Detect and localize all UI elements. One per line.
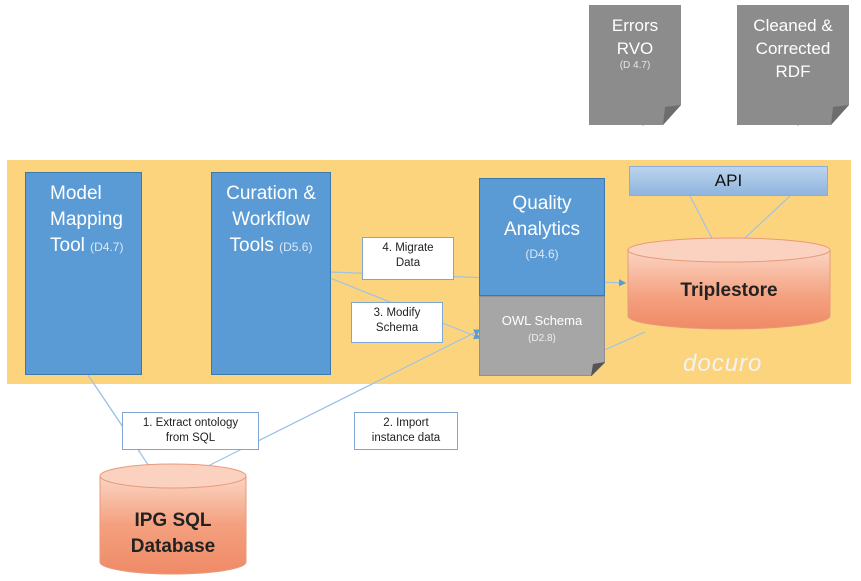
model-mapping-line-1: Model: [50, 183, 102, 204]
model-mapping-line-3: Tool: [50, 235, 85, 256]
quality-ref: (D4.6): [525, 247, 559, 261]
quality-line-2: Analytics: [503, 219, 581, 240]
quality-analytics: Quality Analytics (D4.6): [479, 178, 605, 296]
step-2-label: 2. Import instance data: [354, 412, 458, 450]
errors-document-shape: [589, 5, 681, 125]
step-3-label: 3. Modify Schema: [351, 302, 443, 343]
triplestore-shape: [627, 237, 831, 330]
owl-schema-ref: (D2.8): [528, 333, 556, 344]
database-line-2: Database: [130, 536, 216, 557]
errors-document: Errors RVO (D 4.7): [589, 14, 681, 71]
curation-line-2: Workflow: [232, 209, 310, 230]
docuro-logo: docuro: [683, 350, 763, 377]
model-mapping-tool: Model Mapping Tool (D4.7): [25, 172, 142, 375]
owl-schema: OWL Schema (D2.8): [479, 312, 605, 344]
database-label: IPG SQL Database: [98, 508, 248, 560]
rdf-title-line-3: RDF: [775, 62, 811, 81]
model-mapping-line-2: Mapping: [50, 209, 123, 230]
curation-workflow-tools: Curation & Workflow Tools (D5.6): [211, 172, 331, 375]
step-2-line-1: 2. Import: [383, 417, 429, 429]
triplestore-label: Triplestore: [680, 280, 778, 301]
connector-import-top: [249, 329, 482, 446]
rdf-document: Cleaned & Corrected RDF: [737, 14, 849, 83]
quality-line-1: Quality: [512, 193, 572, 214]
curation-ref: (D5.6): [279, 240, 313, 254]
database-line-1: IPG SQL: [134, 510, 212, 531]
rdf-document-shape: [737, 5, 849, 125]
connector-owl-triplestore-top: [599, 331, 646, 353]
database-shape: [99, 463, 247, 575]
step-3-line-2: Schema: [375, 322, 419, 334]
curation-line-3: Tools: [229, 235, 274, 256]
step-4-label: 4. Migrate Data: [362, 237, 454, 280]
curation-line-1: Curation &: [226, 183, 316, 204]
step-1-line-2: from SQL: [165, 432, 216, 444]
step-2-line-2: instance data: [371, 432, 441, 444]
step-3-line-1: 3. Modify: [373, 307, 421, 319]
owl-schema-title: OWL Schema: [501, 313, 583, 328]
owl-schema-shape: [479, 296, 605, 376]
step-1-line-1: 1. Extract ontology: [142, 417, 239, 429]
step-4-line-1: 4. Migrate: [382, 242, 434, 254]
rdf-title-line-2: Corrected: [755, 39, 831, 58]
step-4-line-2: Data: [395, 257, 421, 269]
model-mapping-ref: (D4.7): [90, 240, 124, 254]
errors-title-line-2: RVO: [616, 39, 654, 58]
api-bar: API: [629, 166, 828, 196]
step-1-label: 1. Extract ontology from SQL: [122, 412, 259, 450]
errors-ref: (D 4.7): [619, 60, 651, 71]
errors-title-line-1: Errors: [611, 16, 659, 35]
rdf-title-line-1: Cleaned &: [753, 16, 833, 35]
